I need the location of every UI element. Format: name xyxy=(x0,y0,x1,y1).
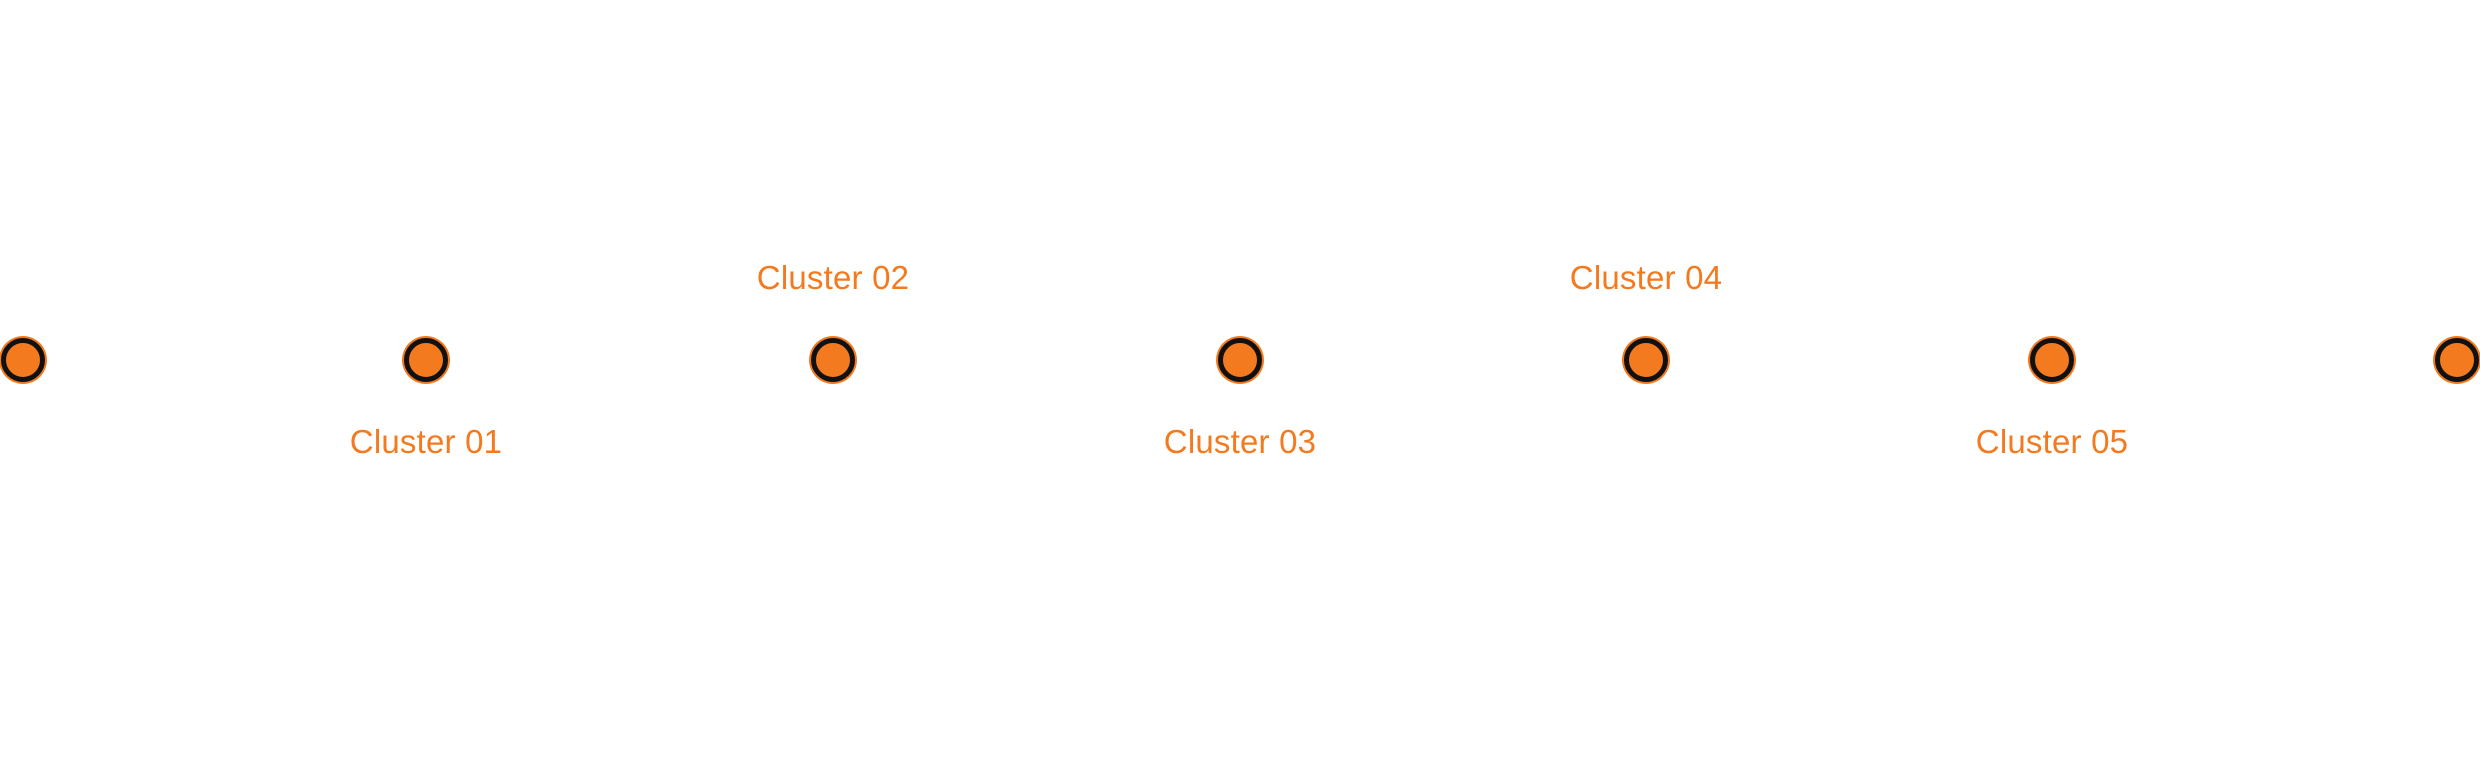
cluster-05-node xyxy=(2030,338,2074,382)
timeline-end-node xyxy=(2435,338,2479,382)
cluster-02-node xyxy=(811,338,855,382)
cluster-04-node xyxy=(1624,338,1668,382)
cluster-02-label: Cluster 02 xyxy=(756,259,910,296)
cluster-03-label: Cluster 03 xyxy=(1163,423,1317,460)
timeline-start-node xyxy=(1,338,45,382)
cluster-01-node xyxy=(404,338,448,382)
cluster-05-label: Cluster 05 xyxy=(1975,423,2129,460)
cluster-04-label: Cluster 04 xyxy=(1569,259,1723,296)
cluster-01-label: Cluster 01 xyxy=(349,423,503,460)
cluster-03-node xyxy=(1218,338,1262,382)
